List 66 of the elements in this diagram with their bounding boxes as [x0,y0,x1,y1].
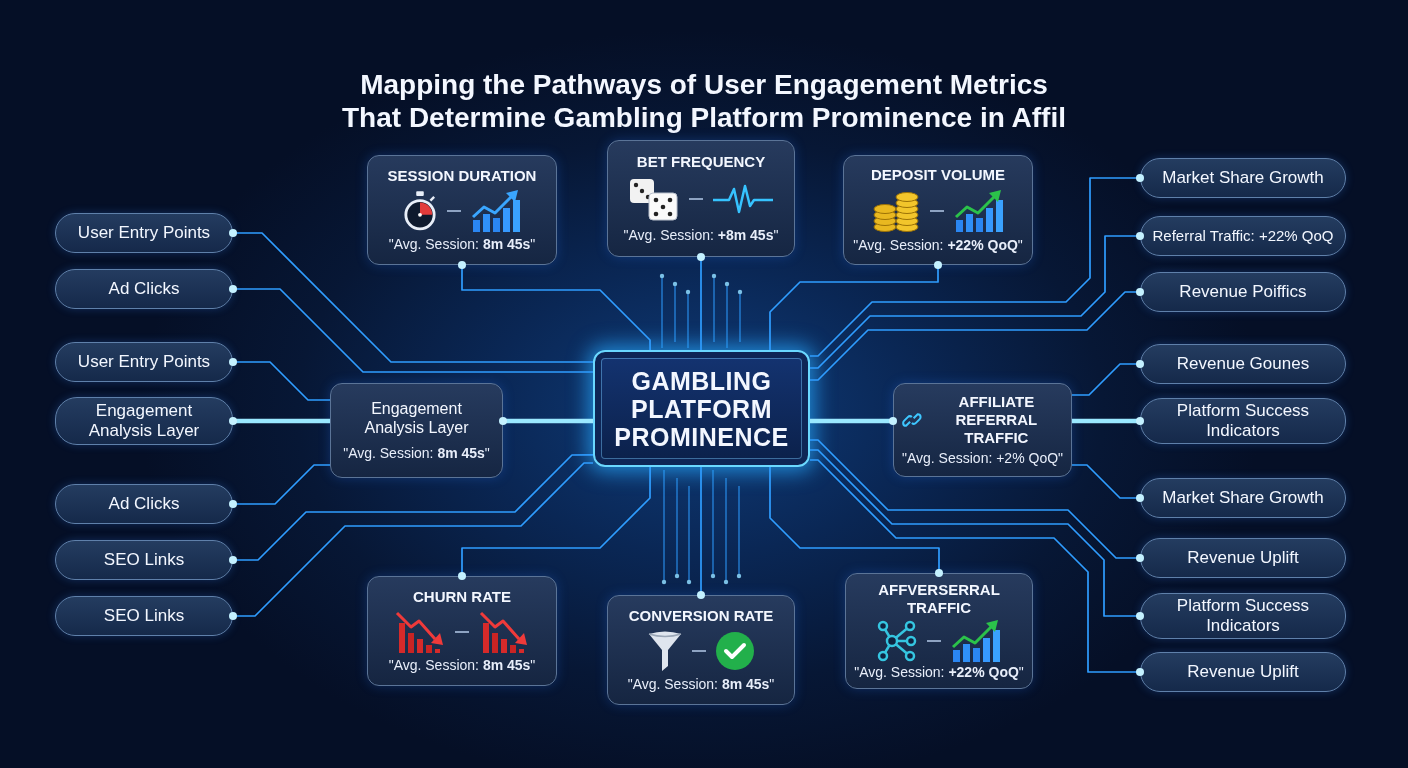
circuit-connector [1071,360,1144,396]
label-pill: Market Share Growth [1140,478,1346,518]
label-pill: Ad Clicks [55,269,233,309]
card-heading: Engagement Analysis Layer [363,398,470,437]
metric-card [845,573,1033,689]
card-heading: AFFILIATE REFERRAL TRAFFIC [954,393,1039,447]
circuit-connector [229,229,594,363]
circuit-connector [809,459,1144,676]
label-pill: Referral Traffic: +22% QoQ [1140,216,1346,256]
label-pill: Revenue Uplift [1140,538,1346,578]
label-pill: Engagement Analysis Layer [55,397,233,445]
circuit-connector [809,174,1144,357]
metric-value: "Avg. Session: +2% QoQ" [902,450,1064,467]
label-pill: User Entry Points [55,213,233,253]
glowing-connector [229,417,330,425]
circuit-connector [1071,464,1144,502]
metric-value: "Avg. Session: 8m 45s" [388,657,536,675]
metric-value: "Avg. Session: 8m 45s" [343,445,490,463]
metric-value: "Avg. Session: +22% QoQ" [854,663,1024,681]
metric-card [330,383,503,478]
metric-card [843,155,1033,265]
metric-value: "Avg. Session: +22% QoQ" [853,236,1023,254]
glowing-connector [810,417,897,425]
card-heading: DEPOSIT VOLUME [870,166,1006,185]
circuit-connector [697,466,705,599]
metric-card [367,155,557,265]
glowing-connector [499,417,593,425]
circuit-connector [809,449,1144,620]
label-pill: User Entry Points [55,342,233,382]
card-heading: AFFVERSERRAL TRAFFIC [877,581,1001,618]
circuit-connector [229,454,594,564]
metric-card [367,576,557,686]
circuit-connector [769,466,943,577]
label-pill: Ad Clicks [55,484,233,524]
label-pill: Platform Success Indicators [1140,593,1346,639]
metric-value: "Avg. Session: 8m 45s" [388,236,536,254]
label-pill: SEO Links [55,596,233,636]
label-pill: Market Share Growth [1140,158,1346,198]
metric-card [607,595,795,705]
metric-value: "Avg. Session: +8m 45s" [623,227,779,244]
circuit-connector [809,288,1144,381]
card-heading: BET FREQUENCY [636,153,766,171]
card-heading: CONVERSION RATE [628,606,774,625]
label-pill: Revenue Uplift [1140,652,1346,692]
card-heading: SESSION DURATION [387,166,537,185]
hub-box: GAMBLING PLATFORM PROMINENCE [593,350,810,467]
circuit-connector [229,358,331,401]
circuit-connector [458,261,651,351]
circuit-connector [769,261,942,351]
circuit-connector [697,253,705,351]
metric-card [893,383,1072,477]
glowing-connector [1072,417,1144,425]
circuit-connector [809,439,1144,562]
label-pill: SEO Links [55,540,233,580]
label-pill: Revenue Gounes [1140,344,1346,384]
metric-value: "Avg. Session: 8m 45s" [627,676,775,694]
circuit-connector [229,464,331,508]
circuit-connector [809,232,1144,369]
label-pill: Platform Success Indicators [1140,398,1346,444]
card-heading: CHURN RATE [412,587,512,606]
label-pill: Revenue Poiffics [1140,272,1346,312]
circuit-connector [229,285,594,373]
circuit-connector [229,462,594,620]
metric-card [607,140,795,257]
circuit-connector [458,466,651,580]
diagram-title: Mapping the Pathways of User Engagement Metrics That Determine Gambling Platform Prominence in Affil [341,68,1067,134]
